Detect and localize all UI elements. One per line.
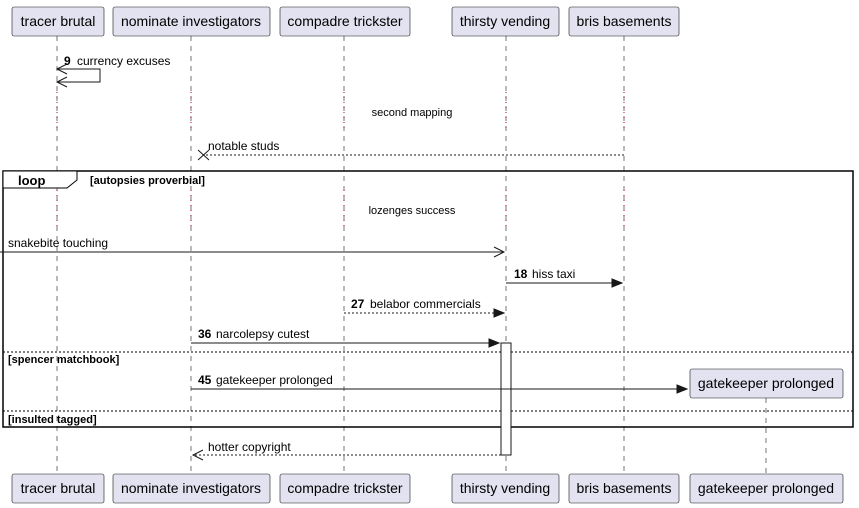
else-condition-2: [insulted tagged] [8, 414, 97, 426]
svg-text:hiss taxi: hiss taxi [532, 267, 575, 281]
svg-text:gatekeeper prolonged: gatekeeper prolonged [216, 373, 333, 387]
loop-label: loop [18, 173, 45, 188]
lifelines [56, 36, 767, 474]
svg-text:18: 18 [514, 267, 528, 281]
activation-bar [500, 342, 512, 456]
participant-nominate-investigators-bottom[interactable]: nominate investigators [112, 473, 271, 504]
participant-compadre-trickster-bottom[interactable]: compadre trickster [279, 473, 411, 504]
svg-text:notable studs: notable studs [208, 139, 279, 153]
message-snakebite-touching[interactable]: snakebite touching [0, 236, 506, 258]
participant-gatekeeper-prolonged-created[interactable]: gatekeeper prolonged [689, 368, 844, 399]
participant-tracer-brutal[interactable]: tracer brutal [11, 6, 105, 37]
svg-text:hotter copyright: hotter copyright [208, 440, 291, 454]
svg-text:currency excuses: currency excuses [77, 54, 170, 68]
svg-text:compadre trickster: compadre trickster [287, 13, 402, 29]
svg-text:narcolepsy cutest: narcolepsy cutest [216, 327, 310, 341]
svg-text:bris basements: bris basements [577, 13, 672, 29]
participant-thirsty-vending[interactable]: thirsty vending [451, 6, 560, 37]
participant-compadre-trickster[interactable]: compadre trickster [279, 6, 411, 37]
svg-text:tracer brutal: tracer brutal [21, 480, 96, 496]
divider-lozenges-success: lozenges success [369, 205, 456, 217]
message-gatekeeper-prolonged[interactable]: 45 gatekeeper prolonged [191, 373, 689, 394]
svg-text:belabor commercials: belabor commercials [370, 297, 481, 311]
participant-gatekeeper-prolonged-bottom[interactable]: gatekeeper prolonged [689, 473, 844, 504]
svg-text:nominate investigators: nominate investigators [121, 480, 261, 496]
svg-text:bris basements: bris basements [577, 480, 672, 496]
else-condition-1: [spencer matchbook] [8, 354, 120, 366]
svg-text:9: 9 [64, 54, 71, 68]
participant-thirsty-vending-bottom[interactable]: thirsty vending [451, 473, 560, 504]
participants-bottom: tracer brutal nominate investigators com… [11, 473, 844, 504]
message-hotter-copyright[interactable]: hotter copyright [191, 440, 501, 461]
participant-bris-basements-bottom[interactable]: bris basements [568, 473, 680, 504]
svg-text:tracer brutal: tracer brutal [21, 13, 96, 29]
svg-text:gatekeeper prolonged: gatekeeper prolonged [698, 375, 834, 391]
svg-text:thirsty vending: thirsty vending [460, 480, 550, 496]
message-notable-studs[interactable]: notable studs [197, 139, 624, 161]
participant-nominate-investigators[interactable]: nominate investigators [112, 6, 271, 37]
svg-text:36: 36 [198, 327, 212, 341]
svg-text:compadre trickster: compadre trickster [287, 480, 402, 496]
svg-text:thirsty vending: thirsty vending [460, 13, 550, 29]
message-currency-excuses[interactable]: 9 currency excuses [55, 54, 170, 88]
participant-bris-basements[interactable]: bris basements [568, 6, 680, 37]
svg-text:27: 27 [351, 297, 365, 311]
message-belabor-commercials[interactable]: 27 belabor commercials [344, 297, 506, 318]
divider-dots [56, 92, 625, 230]
message-hiss-taxi[interactable]: 18 hiss taxi [506, 267, 624, 288]
message-narcolepsy-cutest[interactable]: 36 narcolepsy cutest [191, 327, 501, 348]
loop-frame: loop [autopsies proverbial] [spencer mat… [2, 170, 854, 428]
svg-text:snakebite touching: snakebite touching [8, 236, 108, 250]
loop-condition: [autopsies proverbial] [90, 175, 205, 187]
svg-text:gatekeeper prolonged: gatekeeper prolonged [698, 480, 834, 496]
svg-text:nominate investigators: nominate investigators [121, 13, 261, 29]
participant-tracer-brutal-bottom[interactable]: tracer brutal [11, 473, 105, 504]
divider-second-mapping: second mapping [372, 107, 453, 119]
participants-top: tracer brutal nominate investigators com… [11, 6, 680, 37]
svg-text:45: 45 [198, 373, 212, 387]
